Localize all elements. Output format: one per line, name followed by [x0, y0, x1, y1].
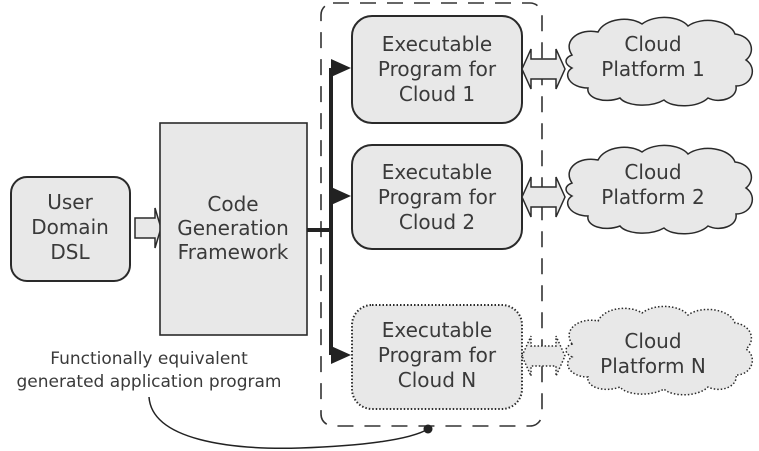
bidirectional-arrow-n [521, 335, 566, 377]
program-2-line-2: Program for [378, 185, 497, 209]
user-dsl-line-2: Domain [31, 215, 109, 239]
program-cloud-2-node: Executable Program for Cloud 2 [351, 144, 523, 250]
cloud-platform-1-node: Cloud Platform 1 [565, 16, 754, 107]
framework-line-3: Framework [178, 240, 289, 264]
arrowhead-cloud-2 [331, 187, 351, 205]
cloud-2-shape [565, 144, 754, 235]
cloud-1-line-1: Cloud [624, 32, 681, 56]
bidirectional-arrow-1 [521, 48, 566, 90]
program-2-line-1: Executable [382, 160, 493, 184]
dsl-to-framework-arrow [134, 207, 162, 249]
program-cloud-n-box [351, 304, 523, 410]
cloud-1-shape [565, 16, 754, 107]
caption-connector-curve [148, 396, 429, 449]
user-domain-dsl-box [10, 176, 131, 282]
code-generation-framework-node: Code Generation Framework [159, 122, 308, 336]
program-1-line-1: Executable [382, 32, 493, 56]
cloud-2-line-1: Cloud [624, 160, 681, 184]
cloud-platform-n-node: Cloud Platform N [565, 305, 754, 396]
framework-box [159, 122, 308, 336]
program-2-line-3: Cloud 2 [399, 210, 475, 234]
framework-line-2: Generation [177, 216, 289, 240]
program-group-frame [320, 2, 543, 427]
caption-line-1: Functionally equivalent [50, 349, 248, 369]
program-n-line-3: Cloud N [398, 368, 476, 392]
cloud-2-line-2: Platform 2 [601, 185, 704, 209]
program-cloud-n-node: Executable Program for Cloud N [351, 304, 523, 410]
program-n-line-1: Executable [382, 318, 493, 342]
arrowhead-cloud-1 [331, 59, 351, 77]
cloud-n-shape [565, 305, 754, 396]
user-dsl-line-1: User [47, 190, 93, 214]
user-dsl-line-3: DSL [50, 240, 90, 264]
arrowhead-cloud-n [331, 346, 351, 364]
user-domain-dsl-node: User Domain DSL [10, 176, 131, 282]
cloud-1-line-2: Platform 1 [601, 57, 704, 81]
cloud-platform-2-node: Cloud Platform 2 [565, 144, 754, 235]
cloud-n-line-1: Cloud [624, 329, 681, 353]
program-n-line-2: Program for [378, 343, 497, 367]
bidirectional-arrow-2 [521, 176, 566, 218]
caption-connector-dot [423, 424, 433, 434]
caption-annotation: Functionally equivalent generated applic… [17, 349, 282, 392]
framework-line-1: Code [207, 192, 258, 216]
cloud-n-line-2: Platform N [600, 354, 706, 378]
program-1-line-2: Program for [378, 57, 497, 81]
program-1-line-3: Cloud 1 [399, 82, 475, 106]
caption-line-2: generated application program [17, 372, 282, 392]
program-cloud-1-node: Executable Program for Cloud 1 [351, 15, 523, 124]
